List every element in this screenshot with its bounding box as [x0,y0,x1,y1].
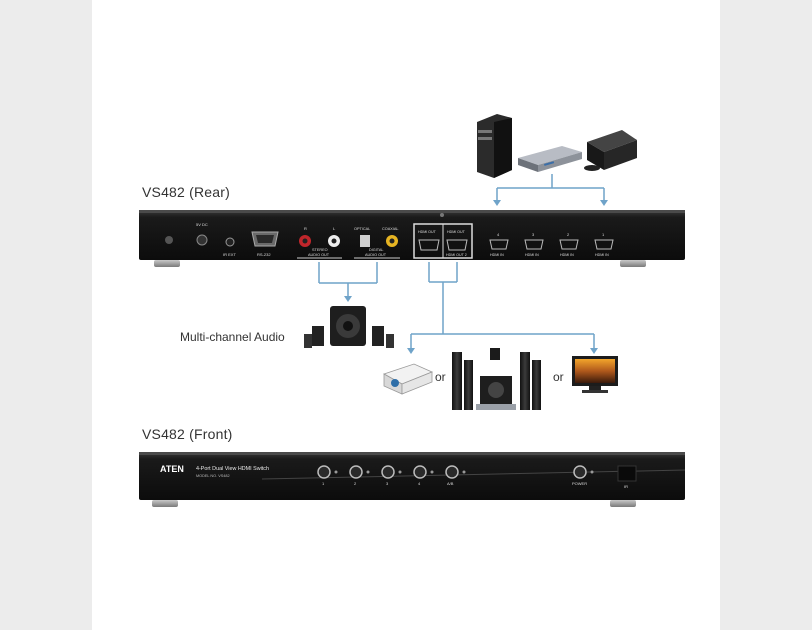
optical-port-icon [360,235,370,247]
audio-label: Multi-channel Audio [180,330,285,344]
sub-out-label: HDMI OUT 2 [446,253,467,257]
ab-button[interactable] [445,465,459,479]
rear-panel [139,210,685,267]
rs232-port-icon [251,231,279,247]
rear-foot-left [154,260,180,267]
button-label: 4 [418,481,421,486]
ir-ext-jack-icon [225,237,235,247]
front-buttons [317,465,594,479]
rs232-label: RS-232 [257,252,271,257]
product-name: 4-Port Dual View HDMI Switch [196,466,269,472]
port-button-3[interactable] [381,465,395,479]
hdmi-out-2-label: HDMI OUT [447,230,466,234]
front-panel [139,452,686,507]
digital-audio-out-label: AUDIO OUT [365,253,387,257]
rear-title: VS482 (Rear) [142,184,230,200]
speaker-set-icon [304,306,394,348]
button-label: 3 [386,481,389,486]
ir-window [617,465,637,482]
audio-connector [318,262,378,302]
home-theater-icon [452,348,541,410]
source-devices [477,114,637,178]
stereo-label: STEREO [312,248,328,252]
hdmi-out-port-2-icon [446,239,468,251]
coaxial-label: COAXIAL [382,227,398,231]
button-label: 1 [322,481,325,486]
power-button[interactable] [573,465,587,479]
button-label: 2 [354,481,357,486]
hdmi-in-port-num: 4 [497,232,500,237]
or-label-2: or [553,370,564,384]
hdmi-in-ports [489,239,614,250]
hdmi-out-port-1-icon [418,239,440,251]
diagram-stage: 5V DC IR EXT RS-232 R L STEREO AUDIO OUT… [92,0,720,630]
hdmi-in-label: HDMI IN [595,253,609,257]
r-label: R [304,226,307,231]
stereo-audio-out-label: AUDIO OUT [308,253,330,257]
game-console-icon [584,130,637,171]
hdmi-in-label: HDMI IN [525,253,539,257]
dvd-player-icon [518,146,582,172]
hdmi-in-port-num: 1 [602,232,605,237]
ir-label: IR [624,484,628,489]
display-connector [407,262,598,354]
dc-in-label: 5V DC [196,222,208,227]
front-title: VS482 (Front) [142,426,233,442]
button-label: A/B [447,481,454,486]
port-button-1[interactable] [317,465,331,479]
source-connector [493,174,608,206]
or-label-1: or [435,370,446,384]
dc-jack-icon [196,234,208,246]
diagram-canvas: 5V DC IR EXT RS-232 R L STEREO AUDIO OUT… [139,114,686,507]
hdmi-in-label: HDMI IN [560,253,574,257]
front-foot-right [610,500,636,507]
tv-icon [572,356,618,393]
ground-screw-icon [165,236,173,244]
power-label: POWER [572,481,587,486]
port-button-2[interactable] [349,465,363,479]
projector-icon [383,363,434,395]
pc-tower-icon [477,114,512,178]
hdmi-out-1-label: HDMI OUT [418,230,437,234]
port-button-4[interactable] [413,465,427,479]
hdmi-in-port-num: 3 [532,232,535,237]
brand-logo-text: ATEN [160,464,184,474]
model-number: MODEL NO. VS482 [196,474,230,478]
optical-label: OPTICAL [354,227,370,231]
front-foot-left [152,500,178,507]
ir-ext-label: IR EXT [223,252,236,257]
l-label: L [333,226,336,231]
hdmi-in-port-num: 2 [567,232,570,237]
rear-foot-right [620,260,646,267]
hdmi-in-label: HDMI IN [490,253,504,257]
digital-label: DIGITAL [369,248,384,252]
